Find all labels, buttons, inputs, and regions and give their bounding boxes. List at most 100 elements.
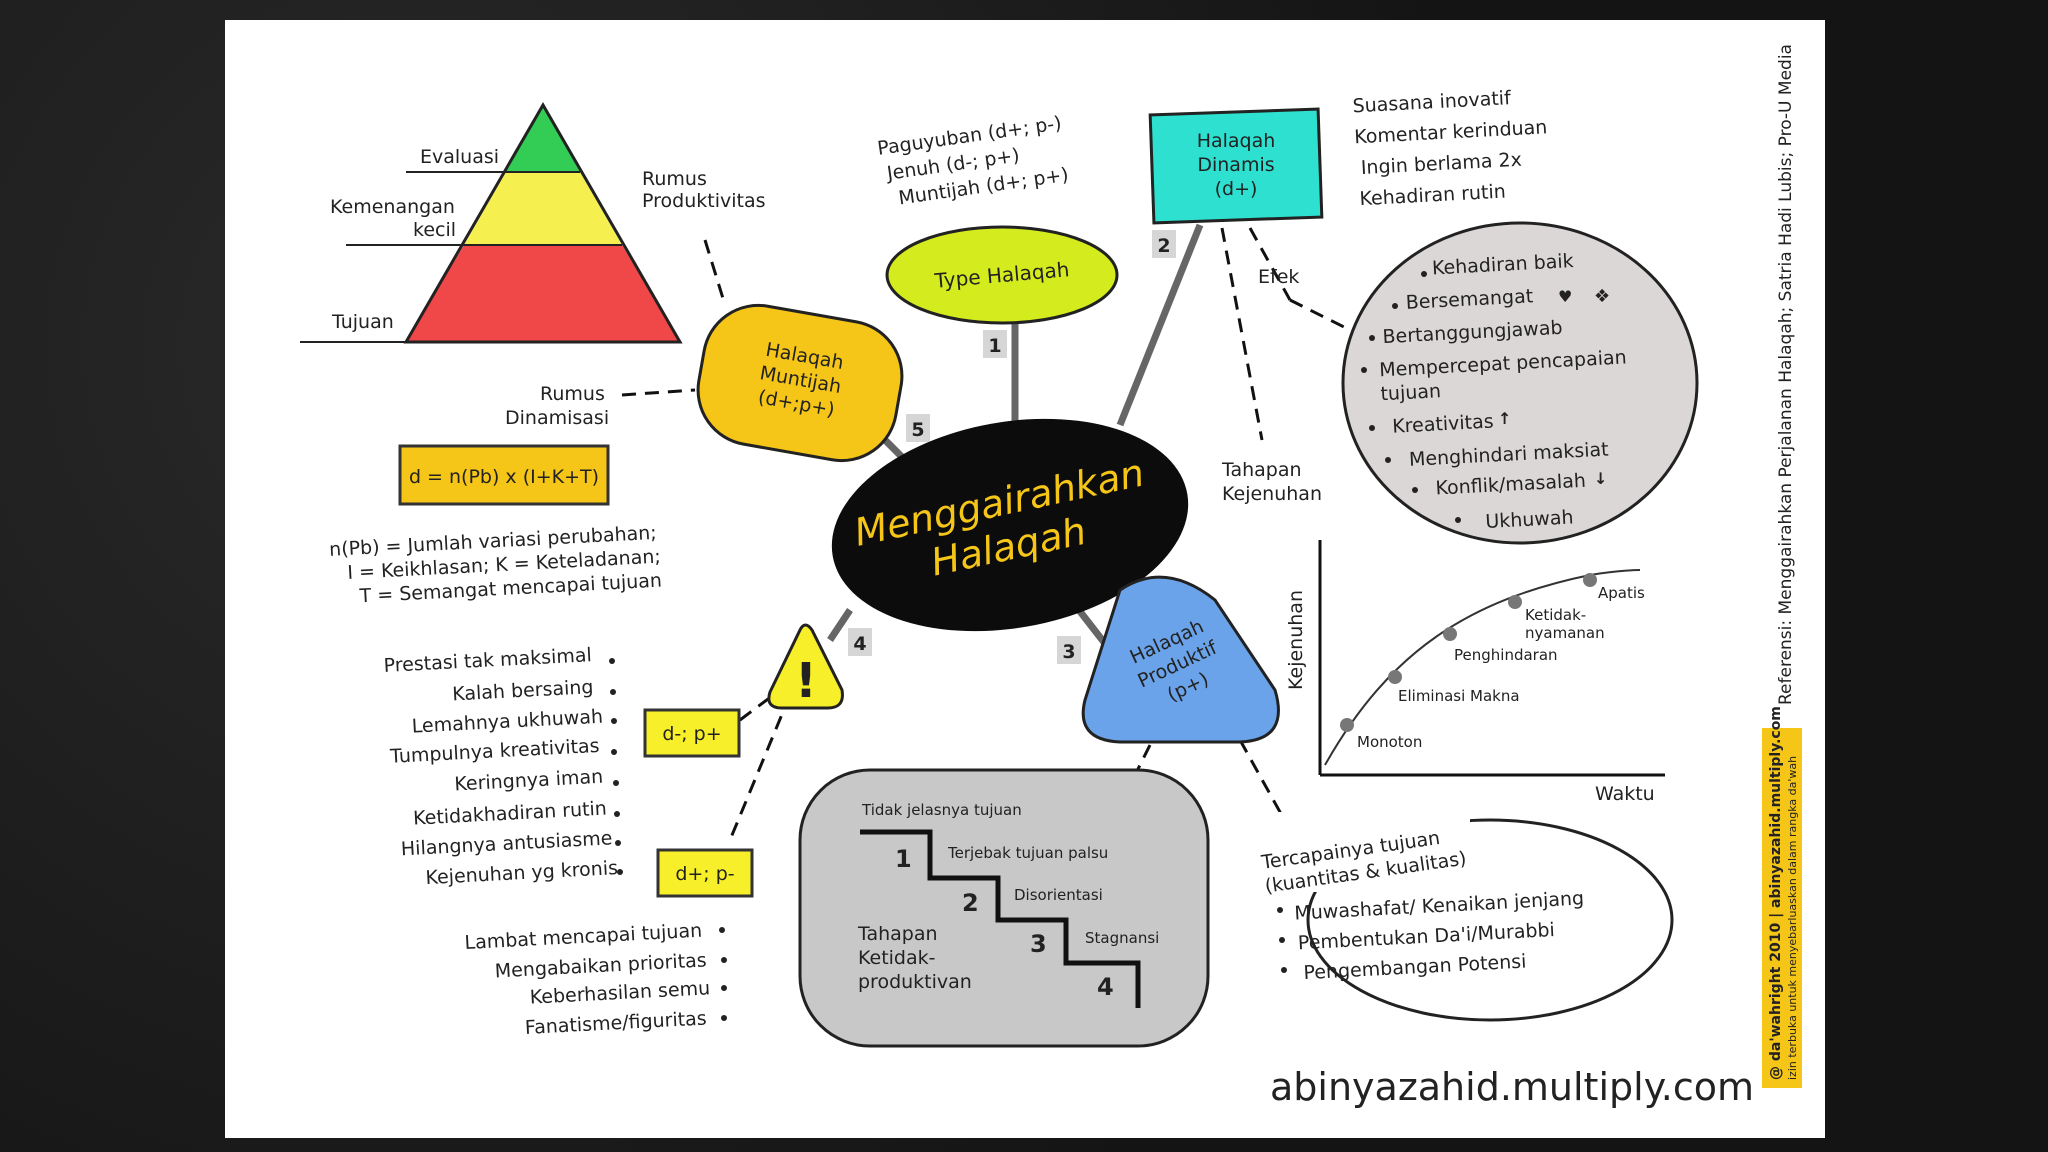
problem-5: Keringnya iman [454, 766, 604, 796]
badge-p-minus [656, 848, 754, 898]
stage-point-4 [1508, 595, 1522, 609]
problem-1: Prestasi tak maksimal [383, 644, 592, 677]
person-icon: ❖ [1594, 286, 1610, 307]
stage-nyamanan: nyamanan [1525, 624, 1605, 642]
badge-p-minus-text: d+; p- [675, 863, 734, 885]
efek-item-6: Kreativitas [1392, 410, 1494, 437]
unproductive-label-1: Tahapan [857, 923, 938, 945]
dinamis-list: Suasana inovatif Komentar kerinduan Ingi… [1352, 87, 1548, 211]
step-text-3: Disorientasi [1014, 886, 1103, 904]
stage-ketidak: Ketidak- [1525, 606, 1586, 624]
node-dinamis [1148, 107, 1324, 225]
unproductive-label-2: Ketidak- [858, 947, 936, 969]
arrow-down-icon: ↓ [1594, 469, 1607, 488]
copyright-line1: @ da'wahright 2010 | abinyazahid.multipl… [1768, 706, 1784, 1080]
pyramid-label-tujuan: Tujuan [331, 311, 394, 333]
efek-item-9: Ukhuwah [1485, 506, 1574, 533]
formula-box [398, 444, 610, 506]
stage-point-5 [1583, 573, 1597, 587]
stage-point-1 [1340, 718, 1354, 732]
stage-apatis: Apatis [1598, 584, 1645, 602]
badge-4: 4 [853, 633, 866, 655]
rumus-dinamisasi-2: Dinamisasi [505, 407, 609, 429]
badge-5: 5 [911, 419, 924, 441]
badge-3: 3 [1062, 641, 1075, 663]
badge-d-minus-text: d-; p+ [662, 723, 721, 745]
pyramid-label-kecil: kecil [413, 219, 456, 241]
unproductive-box [798, 768, 1210, 1048]
type-list: Paguyuban (d+; p-) Jenuh (d-; p+) Muntij… [876, 112, 1070, 209]
unproductive-label-3: produktivan [858, 971, 972, 993]
stage-point-2 [1388, 670, 1402, 684]
y-axis-label: Kejenuhan [1285, 590, 1307, 690]
problem-10: Mengabaikan prioritas [494, 949, 707, 982]
stage-monoton: Monoton [1357, 733, 1422, 751]
heart-icon: ♥ [1558, 287, 1572, 306]
problem-7: Hilangnya antusiasme [400, 827, 613, 860]
warning-node [767, 623, 844, 710]
pyramid: Evaluasi Kemenangan kecil Tujuan [300, 102, 683, 344]
problem-2: Kalah bersaing [452, 676, 594, 705]
reference-text: Referensi: Menggairahkan Perjalanan Hala… [1776, 44, 1796, 705]
badge-1: 1 [988, 335, 1001, 357]
kejenuhan-graph: Kejenuhan Waktu Monoton Eliminasi Makna … [1285, 540, 1665, 805]
efek-bullets [1361, 271, 1461, 523]
problem-6: Ketidakhadiran rutin [413, 798, 608, 830]
staircase [860, 829, 1141, 1008]
node-muntijah: Halaqah Muntijah (d+;p+) [696, 303, 904, 463]
center-node [831, 418, 1189, 632]
goal-ellipse [1306, 818, 1674, 1022]
produktif-list: Muwashafat/ Kenaikan jenjang Pembentukan… [1294, 887, 1585, 985]
step-num-1: 1 [895, 845, 912, 873]
pyramid-label-kemenangan: Kemenangan [330, 196, 455, 218]
badge-2: 2 [1157, 235, 1170, 257]
tahapan-kejenuhan-2: Kejenuhan [1222, 483, 1322, 505]
x-axis-label: Waktu [1595, 783, 1655, 805]
rumus-dinamisasi-1: Rumus [540, 383, 605, 405]
efek-circle [1341, 221, 1699, 545]
dinamis-line2: Dinamis [1197, 154, 1274, 176]
stage-point-3 [1443, 627, 1457, 641]
pyramid-middle [464, 172, 622, 245]
problem-bullets-2 [719, 927, 727, 1021]
copyright-line2: izin terbuka untuk menyebarluaskan dalam… [1786, 756, 1799, 1080]
dinamis-line1: Halaqah [1197, 130, 1276, 152]
badge-d-minus [643, 708, 741, 758]
dinamis-item-1: Suasana inovatif [1352, 87, 1513, 117]
step-num-3: 3 [1030, 930, 1047, 958]
node-produktif [1081, 575, 1280, 744]
formula-text: d = n(Pb) x (I+K+T) [409, 466, 599, 488]
problem-bullets-1 [609, 658, 623, 875]
step-num-2: 2 [962, 889, 979, 917]
problem-3: Lemahnya ukhuwah [411, 706, 603, 738]
rumus-produktivitas-1: Rumus [642, 168, 707, 190]
dinamis-item-2: Komentar kerinduan [1354, 116, 1548, 148]
efek-label: Efek [1258, 266, 1299, 288]
step-text-4: Stagnansi [1085, 929, 1159, 947]
problem-list-1: Prestasi tak maksimal Kalah bersaing Lem… [383, 644, 618, 889]
problem-9: Lambat mencapai tujuan [464, 920, 703, 954]
rumus-produktivitas-2: Produktivitas [642, 190, 766, 212]
problem-12: Fanatisme/figuritas [524, 1007, 707, 1038]
step-text-2: Terjebak tujuan palsu [947, 844, 1108, 862]
stage-penghindaran: Penghindaran [1454, 646, 1558, 664]
pyramid-top [506, 105, 580, 172]
step-num-4: 4 [1097, 973, 1114, 1001]
step-text-1: Tidak jelasnya tujuan [861, 801, 1022, 819]
dinamis-item-4: Kehadiran rutin [1359, 181, 1506, 211]
warning-icon: ! [795, 653, 817, 709]
node-type-halaqah [885, 225, 1119, 325]
problem-4: Tumpulnya kreativitas [389, 735, 600, 768]
produktif-item-3: Pengembangan Potensi [1303, 951, 1527, 985]
copyright-strip [1762, 728, 1802, 1088]
pyramid-label-evaluasi: Evaluasi [420, 146, 499, 168]
produktif-item-2: Pembentukan Da'i/Murabbi [1297, 919, 1555, 954]
dinamis-line3: (d+) [1215, 178, 1258, 200]
stage-eliminasi: Eliminasi Makna [1398, 687, 1520, 705]
problem-list-2: Lambat mencapai tujuan Mengabaikan prior… [464, 920, 711, 1039]
tahapan-kejenuhan-1: Tahapan [1221, 459, 1302, 481]
dashed-links [621, 227, 1351, 841]
arrow-up-icon: ↑ [1498, 409, 1511, 428]
